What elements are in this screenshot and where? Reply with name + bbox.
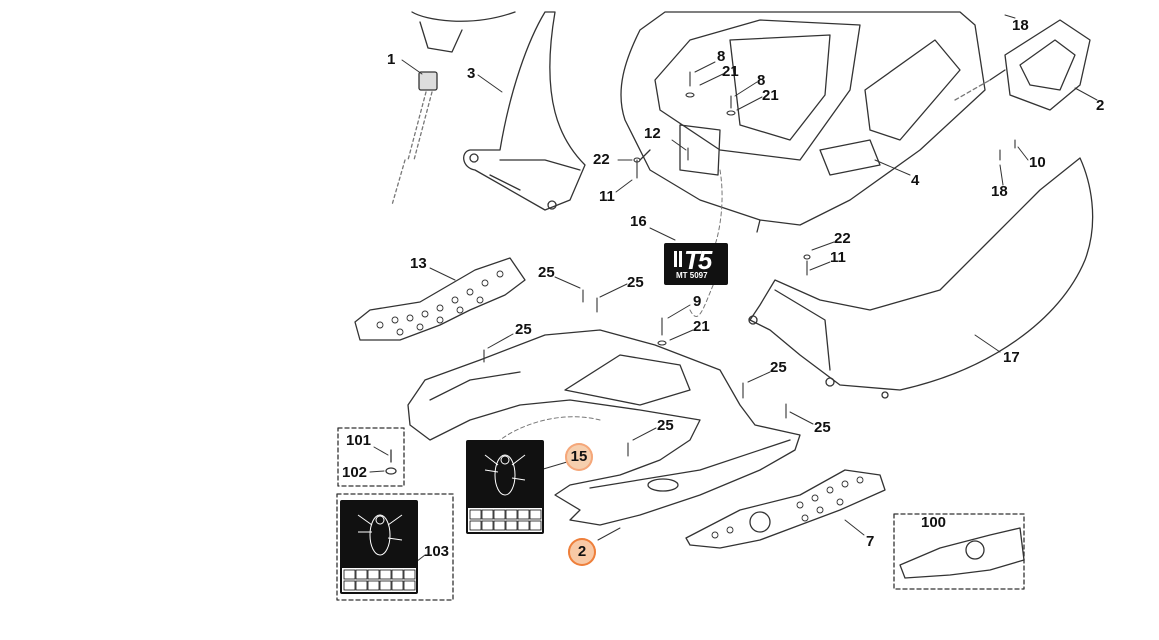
part-16-decal[interactable] (664, 243, 728, 285)
callout-12[interactable]: 12 (644, 125, 661, 142)
callout-3[interactable]: 3 (467, 65, 476, 82)
part-4-main-hood[interactable] (620, 11, 986, 233)
callout-10[interactable]: 10 (1029, 154, 1046, 171)
callout-11[interactable]: 11 (599, 188, 615, 205)
callout-16[interactable]: 16 (630, 213, 647, 230)
part-17-right-fender[interactable] (748, 157, 1094, 399)
callout-100[interactable]: 100 (921, 514, 947, 531)
part-103-decal[interactable] (340, 500, 418, 594)
callout-103[interactable]: 103 (424, 543, 450, 560)
callout-13[interactable]: 13 (410, 255, 427, 272)
callout-7[interactable]: 7 (866, 533, 875, 550)
callout-25[interactable]: 25 (814, 419, 831, 436)
callout-18[interactable]: 18 (991, 183, 1008, 200)
callout-21[interactable]: 21 (762, 87, 779, 104)
decal-code: MT 5097 (676, 271, 708, 280)
callout-25[interactable]: 25 (538, 264, 555, 281)
callout-25[interactable]: 25 (657, 417, 674, 434)
callout-4[interactable]: 4 (911, 172, 920, 189)
part-3-side-panel[interactable] (463, 11, 586, 211)
callout-8[interactable]: 8 (757, 72, 766, 89)
callout-25[interactable]: 25 (627, 274, 644, 291)
callout-18[interactable]: 18 (1012, 17, 1029, 34)
callout-15-highlighted[interactable]: 15 (565, 443, 593, 471)
callout-22[interactable]: 22 (593, 151, 610, 168)
callout-1[interactable]: 1 (387, 51, 396, 68)
callout-25[interactable]: 25 (515, 321, 532, 338)
part-7-right-footplate[interactable] (685, 469, 886, 549)
leader-lines (369, 14, 1098, 566)
callout-102[interactable]: 102 (342, 464, 368, 481)
part-1-steering-column[interactable] (391, 11, 516, 206)
part-101-102-kit[interactable] (337, 427, 405, 487)
screws (483, 71, 1016, 457)
callout-2[interactable]: 2 (1096, 97, 1105, 114)
callout-22[interactable]: 22 (834, 230, 851, 247)
part-2-flap[interactable] (954, 19, 1091, 111)
callout-11[interactable]: 11 (830, 249, 846, 266)
part-103-decal-kit[interactable] (336, 493, 454, 601)
callout-25[interactable]: 25 (770, 359, 787, 376)
part-100-footplate-kit[interactable] (893, 513, 1025, 590)
part-13-left-footplate[interactable] (354, 257, 526, 341)
decal-logo: T5 (684, 245, 712, 275)
part-15-decal[interactable] (466, 440, 544, 534)
callout-21[interactable]: 21 (693, 318, 710, 335)
callout-21[interactable]: 21 (722, 63, 739, 80)
callout-17[interactable]: 17 (1003, 349, 1020, 366)
callout-2-selected[interactable]: 2 (568, 538, 596, 566)
callout-8[interactable]: 8 (717, 48, 726, 65)
part-2-floor-panel[interactable] (407, 329, 801, 526)
callout-9[interactable]: 9 (693, 293, 702, 310)
callout-101[interactable]: 101 (346, 432, 372, 449)
